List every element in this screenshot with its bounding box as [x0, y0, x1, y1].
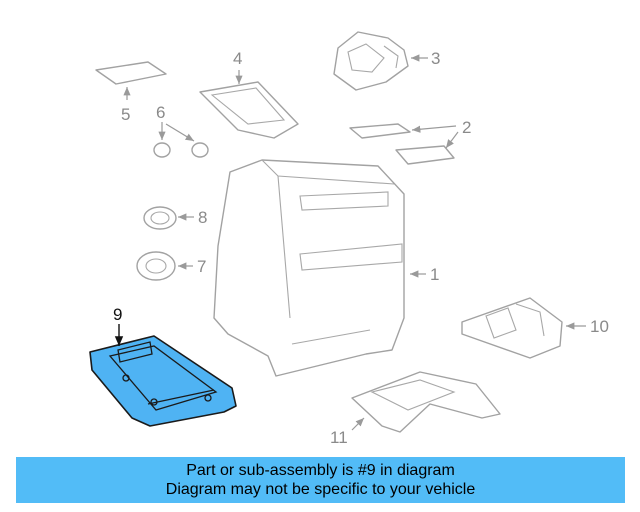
part-10-bracket[interactable]: [461, 297, 586, 359]
part-8-knob[interactable]: [143, 206, 194, 230]
part-3-bracket[interactable]: [333, 31, 428, 91]
callout-4: 4: [233, 49, 242, 68]
part-6-clips[interactable]: [153, 122, 209, 158]
banner-line-1: Part or sub-assembly is #9 in diagram: [186, 462, 455, 479]
part-5-pad[interactable]: [95, 61, 167, 100]
callout-7: 7: [197, 257, 206, 276]
part-11-bracket[interactable]: [351, 371, 501, 433]
part-4-tray[interactable]: [199, 70, 299, 139]
callout-10: 10: [590, 317, 609, 336]
part-7-socket[interactable]: [136, 251, 193, 281]
callout-6: 6: [156, 103, 165, 122]
part-9-lid-highlighted[interactable]: [89, 324, 237, 427]
part-1-console[interactable]: [213, 159, 426, 377]
callout-8: 8: [198, 208, 207, 227]
info-banner: Part or sub-assembly is #9 in diagram Di…: [16, 457, 625, 503]
banner-line-2: Diagram may not be specific to your vehi…: [165, 481, 476, 498]
callout-5: 5: [121, 105, 130, 124]
part-2-bezels[interactable]: [349, 123, 459, 165]
callout-1: 1: [430, 265, 439, 284]
callout-2: 2: [462, 118, 471, 137]
callout-9: 9: [113, 305, 122, 324]
callout-11: 11: [330, 428, 348, 447]
callout-3: 3: [431, 49, 440, 68]
